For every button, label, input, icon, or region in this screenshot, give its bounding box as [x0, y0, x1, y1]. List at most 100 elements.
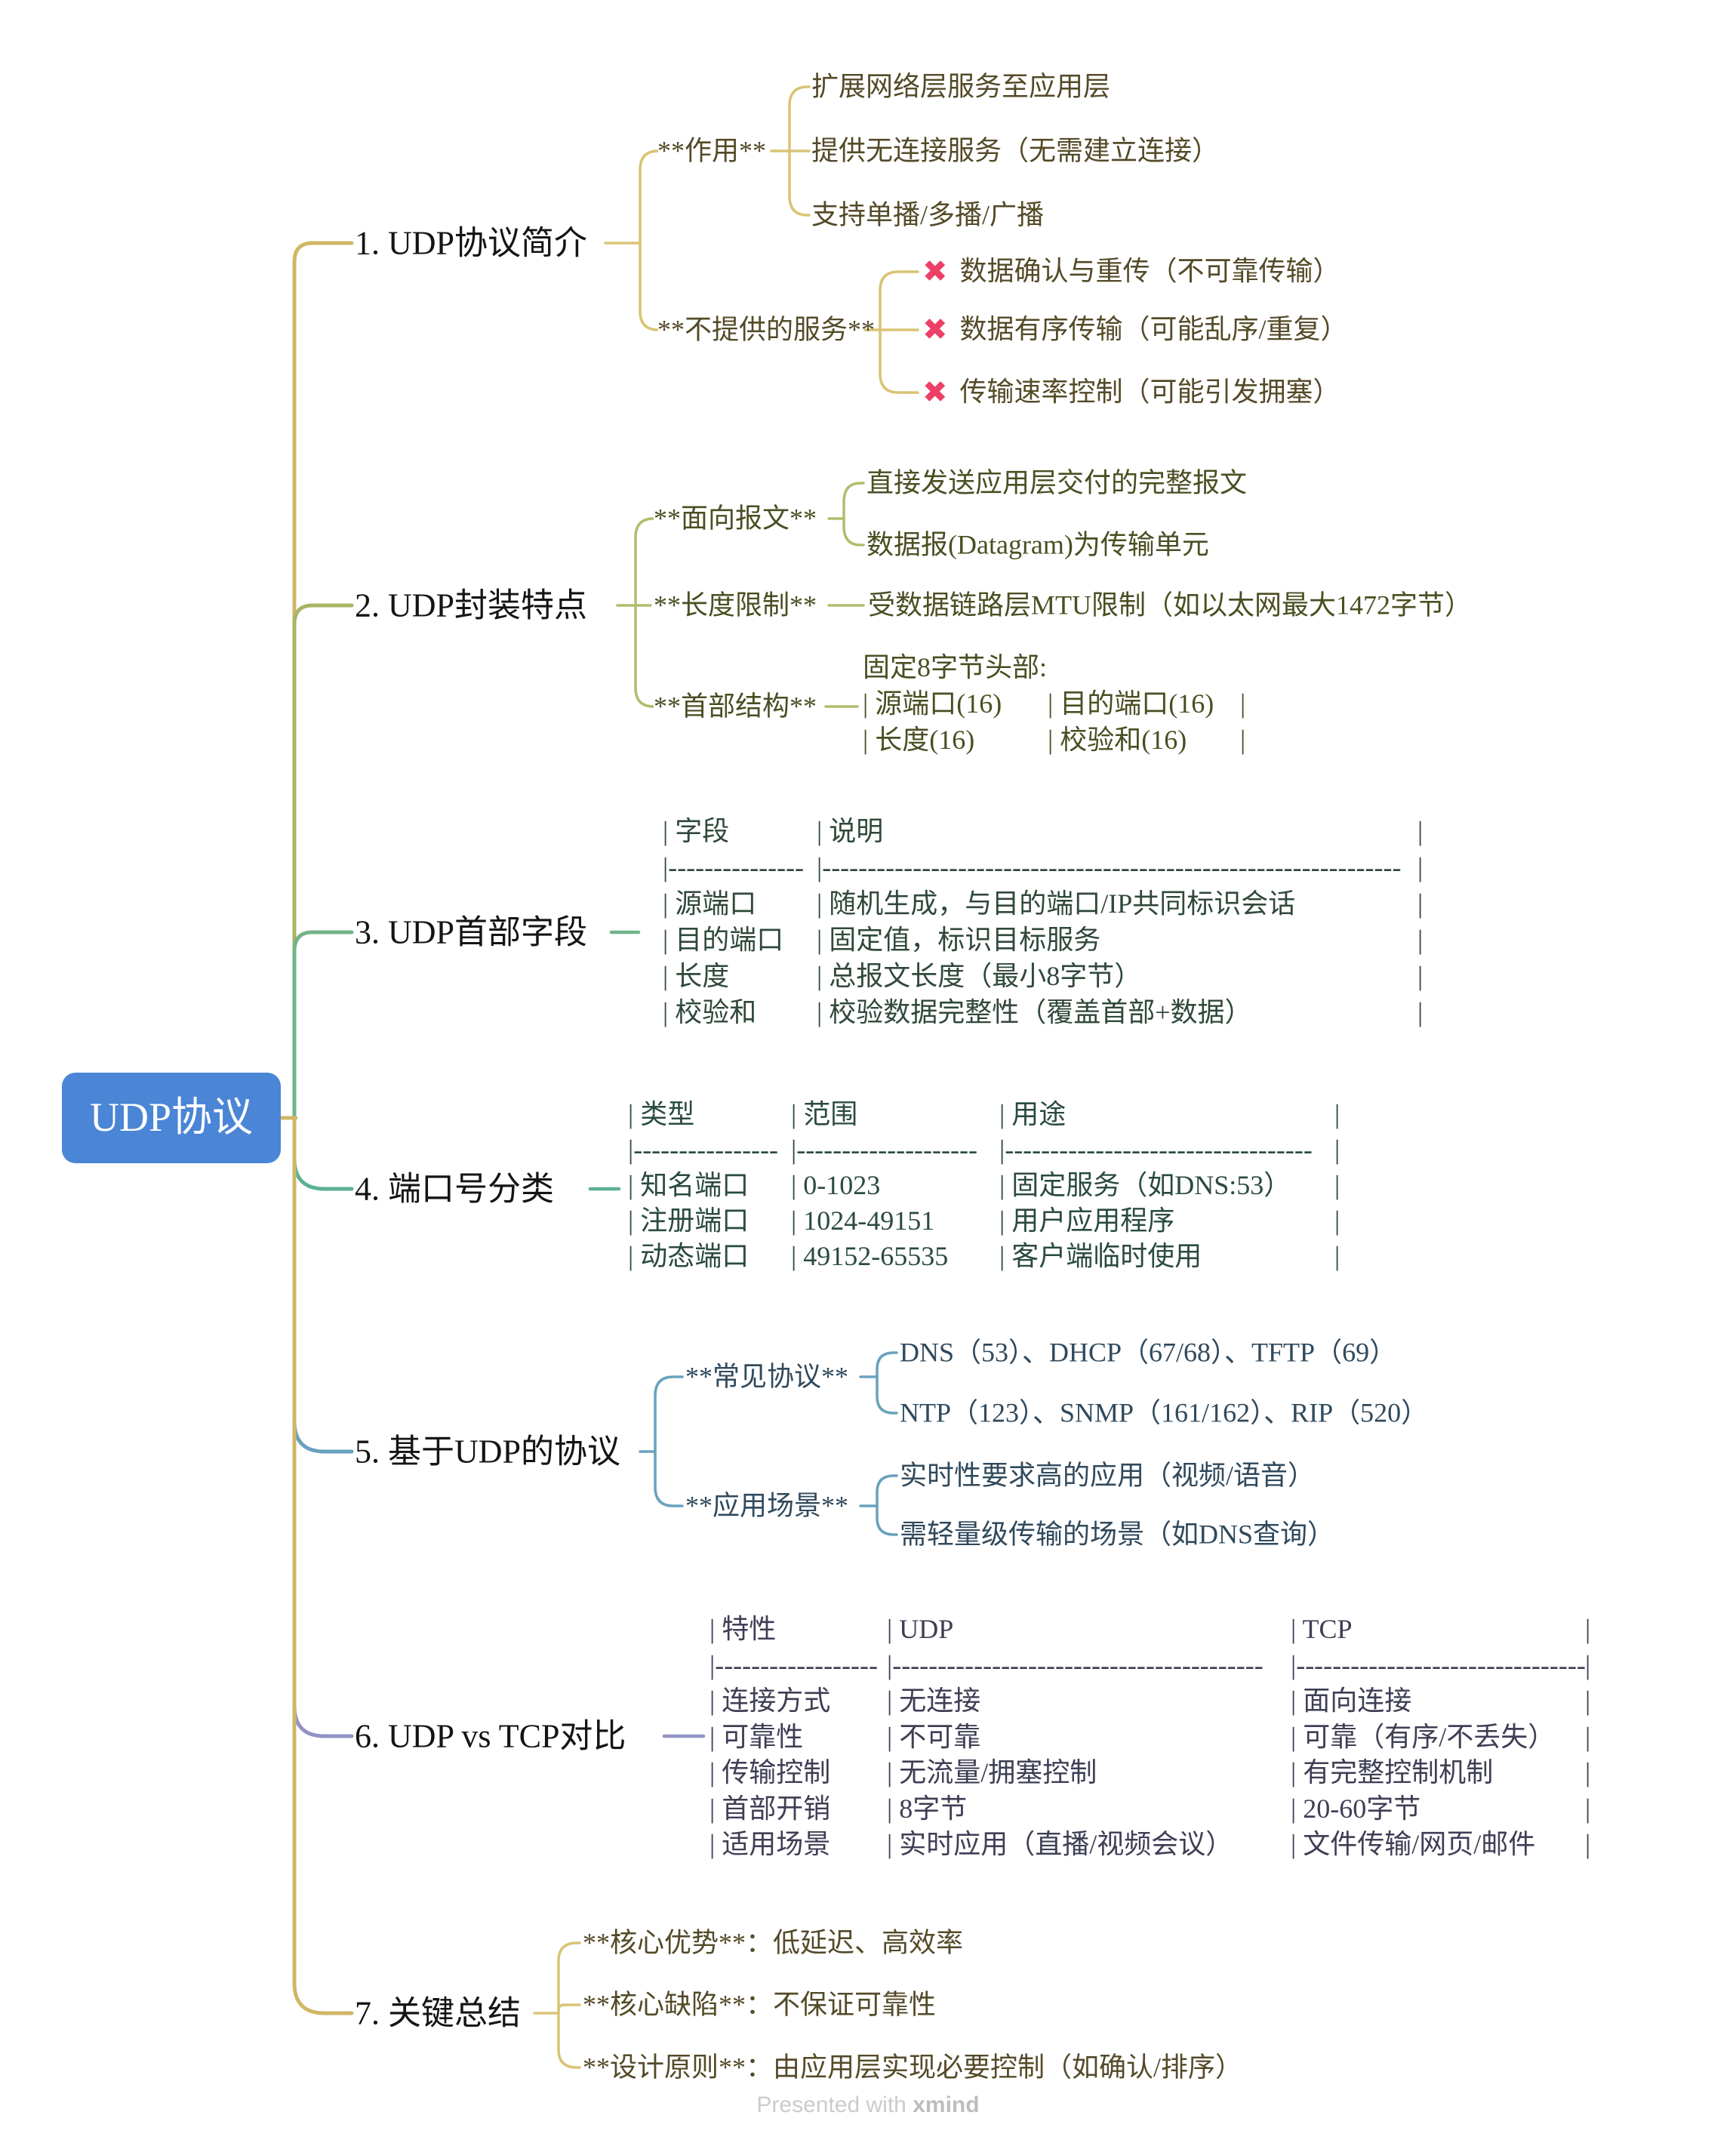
topic-b1-group-label-1[interactable]: **不提供的服务**: [657, 314, 876, 345]
table-cell: | 动态端口: [628, 1241, 749, 1271]
table-row: |------------------|--------------------…: [709, 1648, 1590, 1684]
x-icon: ✖: [922, 254, 948, 289]
table-cell: |: [1585, 1686, 1591, 1716]
watermark-brand: xmind: [913, 2092, 980, 2117]
topic-b5-group-label-1[interactable]: **应用场景**: [685, 1490, 849, 1521]
topic-b1-g1-child-2[interactable]: ✖传输速率控制（可能引发拥塞）: [922, 374, 1340, 411]
branch-title-4[interactable]: 4. 端口号分类: [355, 1170, 554, 1208]
x-icon: ✖: [922, 375, 948, 410]
topic-text: 数据确认与重传（不可靠传输）: [959, 256, 1340, 286]
root-topic[interactable]: UDP协议: [62, 1073, 281, 1163]
topic-b1-g0-child-1[interactable]: 提供无连接服务（无需建立连接）: [811, 135, 1220, 166]
topic-b7-child-1[interactable]: **核心缺陷**：不保证可靠性: [583, 1989, 937, 2020]
topic-b7-child-0[interactable]: **核心优势**：低延迟、高效率: [583, 1927, 964, 1958]
topic-b2-group-label-1[interactable]: **长度限制**: [654, 590, 817, 620]
topic-b1-g1-child-0[interactable]: ✖ 数据确认与重传（不可靠传输）: [922, 253, 1340, 291]
topic-b2-g0-child-0[interactable]: 直接发送应用层交付的完整报文: [866, 467, 1248, 498]
table-cell: |--------------------------------: [1291, 1649, 1585, 1680]
table-row: | 源端口| 随机生成，与目的端口/IP共同标识会话|: [663, 885, 1423, 922]
table-cell: |: [1240, 725, 1246, 755]
table-cell: | 可靠性: [709, 1721, 804, 1752]
topic-b2-group-label-0[interactable]: **面向报文**: [654, 503, 817, 534]
table-row: | 知名端口| 0-1023| 固定服务（如DNS:53）|: [628, 1168, 1340, 1203]
table-cell: |: [1585, 1721, 1591, 1752]
topic-b5-g1-child-0[interactable]: 实时性要求高的应用（视频/语音）: [900, 1460, 1316, 1491]
table-row: | 类型| 范围| 用途|: [628, 1097, 1340, 1132]
branch-title-7[interactable]: 7. 关键总结: [355, 1994, 521, 2032]
branch-title-1[interactable]: 1. UDP协议简介: [355, 224, 588, 262]
table-cell: |: [1417, 925, 1424, 955]
table-cell: | 源端口: [663, 888, 757, 919]
table-row: | 可靠性| 不可靠| 可靠（有序/不丢失）|: [709, 1720, 1590, 1756]
table-cell: | 有完整控制机制: [1291, 1757, 1494, 1787]
table-cell: | 校验数据完整性（覆盖首部+数据）: [817, 997, 1252, 1027]
table-row: | 字段 | 说明 |: [663, 813, 1423, 849]
table-row: |---------------|-----------------------…: [663, 849, 1423, 885]
table-cell: | 不可靠: [887, 1721, 981, 1752]
topic-text: 数据有序传输（可能乱序/重复）: [959, 314, 1348, 344]
table-cell: |: [1585, 1829, 1591, 1859]
table-cell: | 面向连接: [1291, 1686, 1412, 1716]
table-cell: | TCP: [1291, 1614, 1353, 1644]
table-cell: | 20-60字节: [1291, 1793, 1421, 1824]
topic-b2-g1-child-0[interactable]: 受数据链路层MTU限制（如以太网最大1472字节）: [868, 590, 1472, 620]
table-cell: | 说明: [817, 816, 884, 846]
topic-b5-g1-child-1[interactable]: 需轻量级传输的场景（如DNS查询）: [900, 1519, 1335, 1550]
table-cell: | 校验和(16): [1048, 725, 1187, 755]
branch-title-5[interactable]: 5. 基于UDP的协议: [355, 1433, 621, 1470]
table-cell: | 目的端口: [663, 925, 784, 955]
branch-title-3[interactable]: 3. UDP首部字段: [355, 913, 588, 951]
table-cell: | 用途: [999, 1099, 1067, 1129]
topic-b2-header-structure[interactable]: 固定8字节头部: | 源端口(16)| 目的端口(16)|| 长度(16)| 校…: [863, 649, 1245, 758]
table-row: | 源端口(16)| 目的端口(16)|: [863, 685, 1245, 722]
topic-b1-g0-child-0[interactable]: 扩展网络层服务至应用层: [811, 71, 1111, 102]
topic-b5-group-label-0[interactable]: **常见协议**: [685, 1361, 849, 1392]
topic-b1-g1-child-1[interactable]: ✖ 数据有序传输（可能乱序/重复）: [922, 311, 1348, 349]
table-cell: |----------------------------------: [999, 1135, 1313, 1165]
table-cell: |---------------: [663, 852, 805, 882]
branch-title-6[interactable]: 6. UDP vs TCP对比: [355, 1717, 626, 1755]
x-icon: ✖: [922, 313, 948, 347]
table-cell: | UDP: [887, 1614, 954, 1644]
branch-title-2[interactable]: 2. UDP封装特点: [355, 587, 588, 624]
header-structure-table: | 源端口(16)| 目的端口(16)|| 长度(16)| 校验和(16)|: [863, 685, 1245, 758]
table-cell: |: [1334, 1241, 1340, 1271]
table-cell: |: [1417, 852, 1424, 882]
port-classification-table[interactable]: | 类型| 范围| 用途||----------------|---------…: [628, 1097, 1340, 1274]
table-row: |----------------|--------------------|-…: [628, 1132, 1340, 1168]
table-cell: | 总报文长度（最小8字节）: [817, 961, 1142, 991]
udp-vs-tcp-table[interactable]: | 特性| UDP| TCP||------------------|-----…: [709, 1612, 1590, 1863]
table-cell: | 无流量/拥塞控制: [887, 1757, 1097, 1787]
table-row: | 连接方式 | 无连接 | 面向连接 |: [709, 1683, 1590, 1720]
table-cell: |: [1417, 888, 1424, 919]
table-cell: | 客户端临时使用: [999, 1241, 1202, 1271]
table-cell: |: [1585, 1614, 1591, 1644]
table-cell: |: [1585, 1793, 1591, 1824]
table-cell: | 传输控制: [709, 1757, 831, 1787]
topic-b5-g0-child-1[interactable]: NTP（123）、SNMP（161/162）、RIP（520）: [900, 1397, 1429, 1428]
table-cell: |: [1334, 1170, 1340, 1200]
table-row: | 特性| UDP| TCP|: [709, 1612, 1590, 1648]
table-cell: |---------------------------------------…: [887, 1649, 1264, 1680]
table-cell: |: [1334, 1099, 1340, 1129]
watermark-prefix: Presented with: [756, 2092, 913, 2117]
table-cell: | 注册端口: [628, 1205, 749, 1236]
table-row: | 长度(16)| 校验和(16)|: [863, 722, 1245, 758]
udp-header-fields-table[interactable]: | 字段| 说明||---------------|--------------…: [663, 813, 1423, 1030]
topic-b1-g0-child-2[interactable]: 支持单播/多播/广播: [811, 199, 1045, 230]
table-cell: |: [1417, 816, 1424, 846]
topic-b5-g0-child-0[interactable]: DNS（53）、DHCP（67/68）、TFTP（69）: [900, 1337, 1397, 1368]
topic-b1-group-label-0[interactable]: **作用**: [657, 135, 767, 166]
table-row: | 传输控制| 无流量/拥塞控制| 有完整控制机制|: [709, 1755, 1590, 1791]
table-cell: | 无连接: [887, 1686, 981, 1716]
table-cell: | 8字节: [887, 1793, 968, 1824]
table-cell: |: [1585, 1649, 1591, 1680]
table-cell: | 字段: [663, 816, 730, 846]
topic-b2-group-label-2[interactable]: **首部结构**: [654, 691, 817, 722]
topic-b2-g0-child-1[interactable]: 数据报(Datagram)为传输单元: [866, 529, 1209, 560]
table-row: | 校验和| 校验数据完整性（覆盖首部+数据）|: [663, 994, 1423, 1030]
root-topic-label: UDP协议: [89, 1095, 254, 1141]
table-cell: | 49152-65535: [791, 1241, 949, 1271]
topic-b7-child-2[interactable]: **设计原则**：由应用层实现必要控制（如确认/排序）: [583, 2052, 1243, 2083]
table-cell: | 连接方式: [709, 1686, 831, 1716]
